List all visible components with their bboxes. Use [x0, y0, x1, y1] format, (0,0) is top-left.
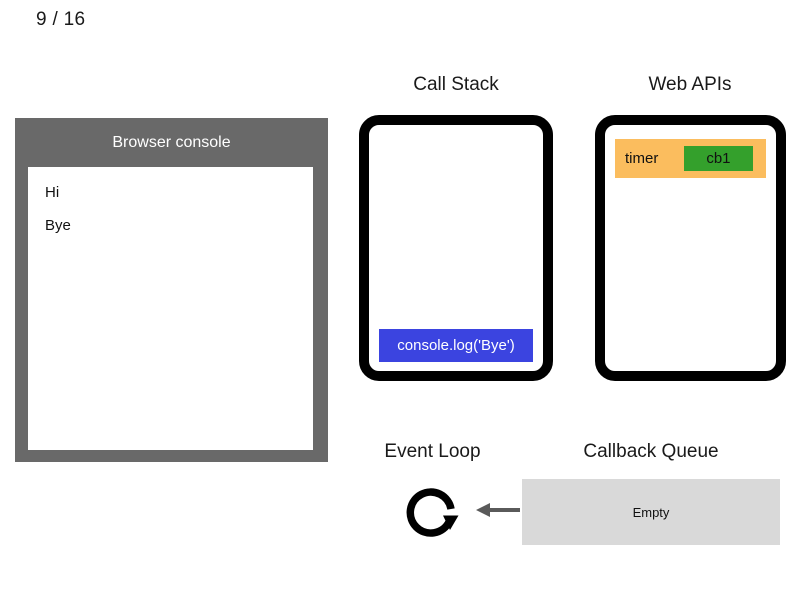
- web-apis-rows: timer cb1: [615, 139, 766, 178]
- call-stack-heading: Call Stack: [413, 74, 499, 95]
- left-arrow-icon: [476, 499, 520, 521]
- call-stack-frames: console.log('Bye'): [379, 329, 533, 362]
- browser-console-output: Hi Bye: [28, 167, 313, 450]
- web-apis-box: timer cb1: [595, 115, 786, 381]
- call-stack-frame: console.log('Bye'): [379, 329, 533, 362]
- circular-arrow-icon: [405, 478, 467, 540]
- console-line: Bye: [45, 217, 71, 234]
- browser-console-panel: Browser console Hi Bye: [15, 118, 328, 462]
- web-api-row-timer: timer cb1: [615, 139, 766, 178]
- browser-console-title: Browser console: [112, 134, 231, 151]
- slide-counter: 9 / 16: [36, 9, 86, 30]
- call-stack-box: console.log('Bye'): [359, 115, 553, 381]
- web-api-callback-chip: cb1: [684, 146, 753, 171]
- callback-queue-heading: Callback Queue: [583, 441, 719, 462]
- web-api-row-label: timer: [625, 150, 659, 167]
- web-apis-heading: Web APIs: [648, 74, 732, 95]
- callback-queue-box: Empty: [522, 479, 780, 545]
- event-loop-heading: Event Loop: [384, 441, 481, 462]
- console-line: Hi: [45, 184, 60, 201]
- callback-queue-empty-label: Empty: [632, 504, 670, 520]
